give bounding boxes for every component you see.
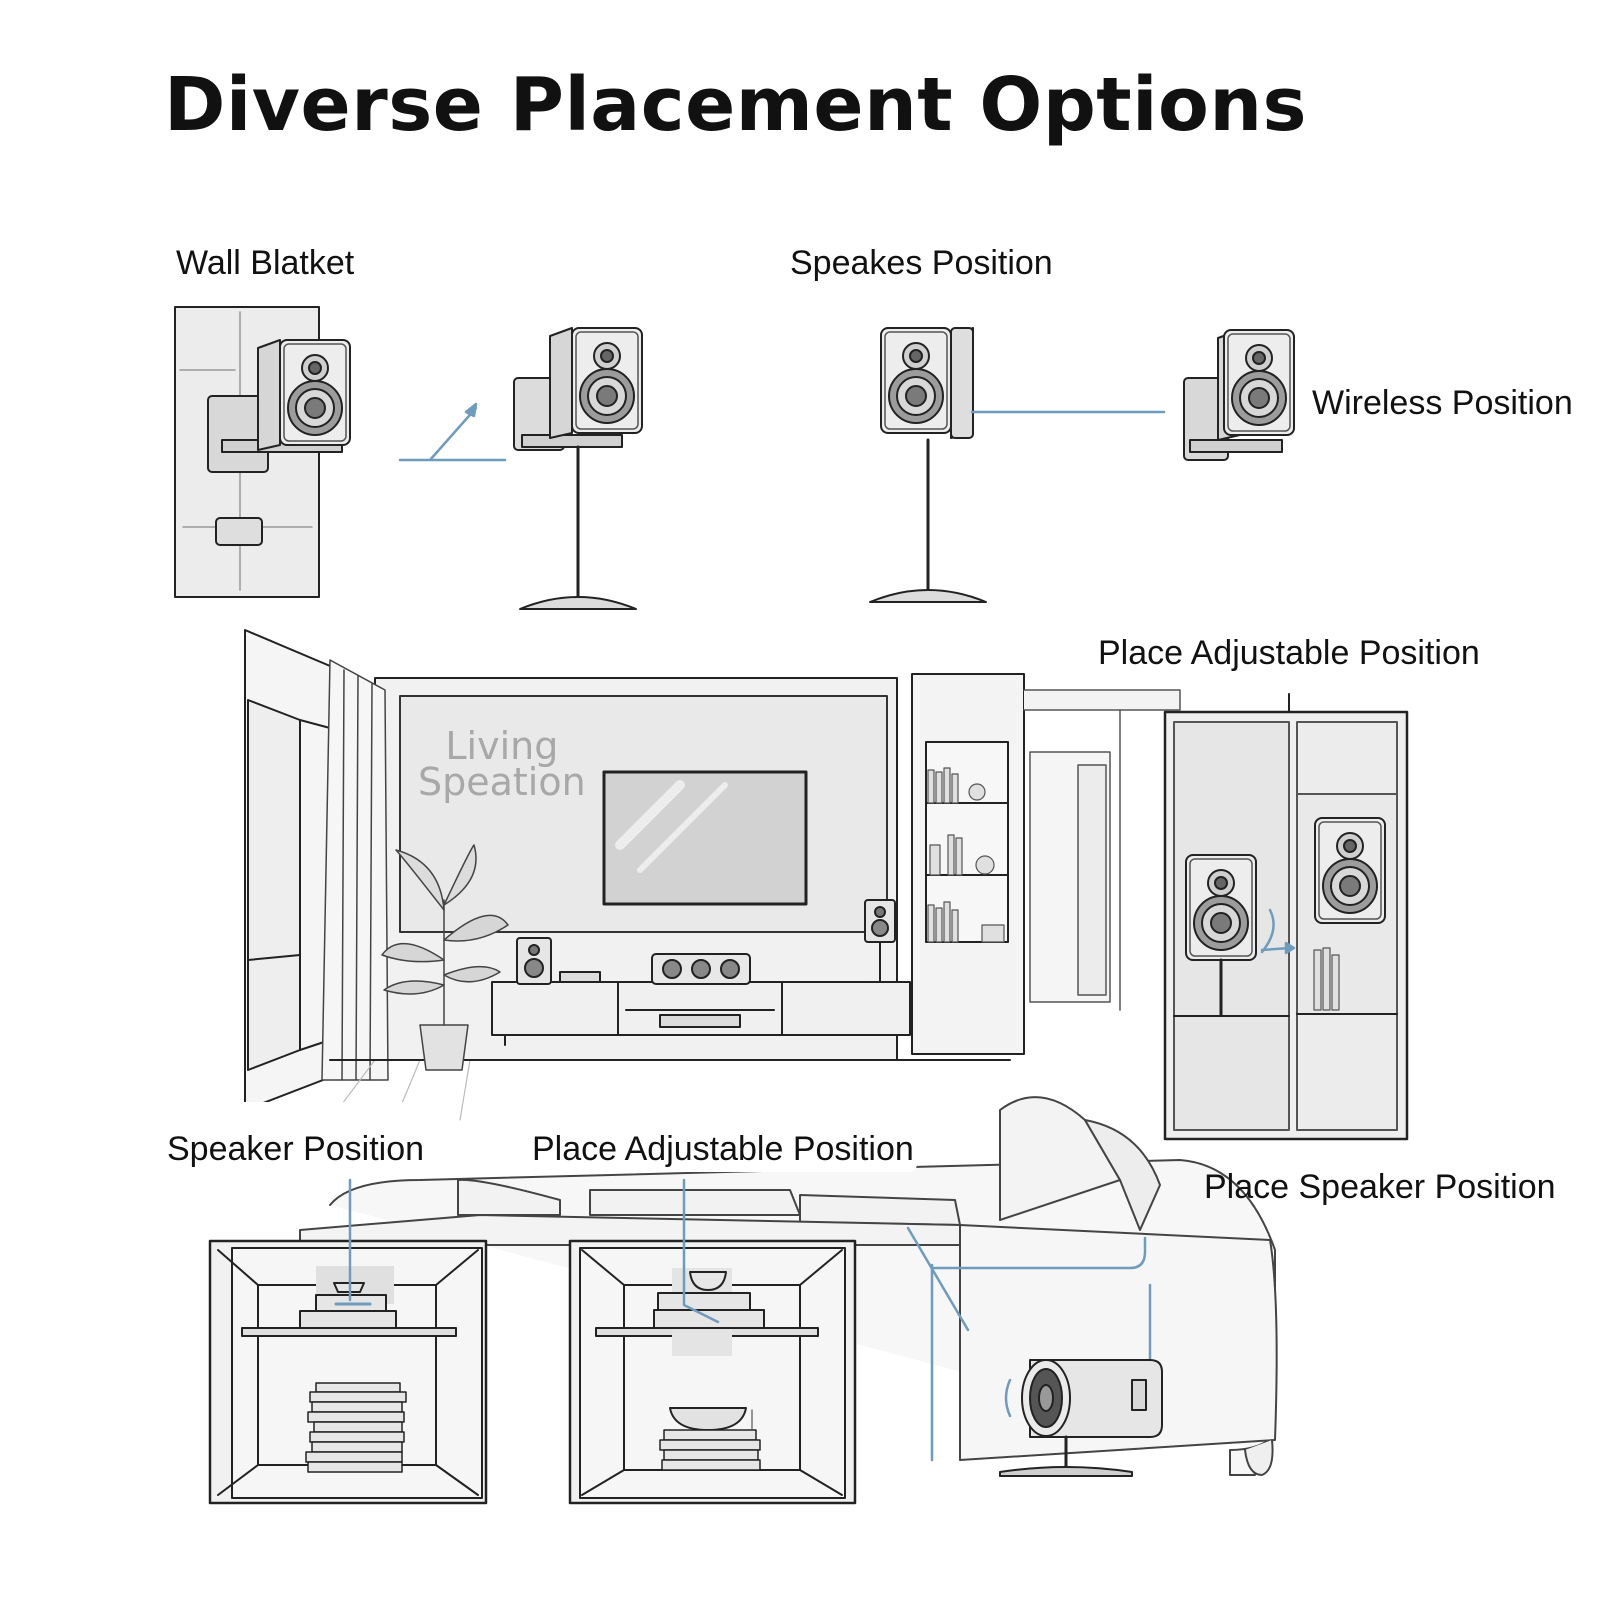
label-place-adjustable-bottom: Place Adjustable Position xyxy=(532,1130,914,1168)
room-watermark-line1: Living xyxy=(445,724,559,768)
arrow-icon xyxy=(398,402,507,462)
speaker-wireless xyxy=(1183,329,1295,461)
compact-speaker xyxy=(906,1226,1163,1477)
label-wall-bracket: Wall Blatket xyxy=(176,244,355,282)
speaker-on-stand-2 xyxy=(868,327,1166,604)
label-bg-place-adjustable xyxy=(505,1100,917,1172)
label-speakes-position: Speakes Position xyxy=(790,244,1053,282)
page-title: Diverse Placement Options xyxy=(164,62,1308,148)
label-wireless-position: Wireless Position xyxy=(1312,384,1573,422)
label-place-adjustable-top: Place Adjustable Position xyxy=(1098,634,1480,672)
tv xyxy=(602,770,808,906)
bookshelf xyxy=(911,673,1025,1055)
living-room xyxy=(244,629,1181,1121)
room-watermark-line2: Speation xyxy=(418,760,586,804)
label-speaker-position: Speaker Position xyxy=(167,1130,425,1168)
label-place-speaker-position: Place Speaker Position xyxy=(1204,1168,1556,1206)
small-speaker-left xyxy=(516,937,601,985)
label-bg-speaker-position xyxy=(158,1102,438,1172)
speaker-on-stand xyxy=(513,327,643,611)
tv-cabinet xyxy=(491,981,911,1046)
cabinet-right xyxy=(1163,693,1409,1141)
room-watermark: Living Speation xyxy=(418,724,586,804)
wall-bracket-panel xyxy=(174,306,343,598)
speaker-wall-mounted xyxy=(257,339,351,451)
curtain xyxy=(321,659,389,1081)
small-speaker-right xyxy=(864,899,896,983)
center-speaker xyxy=(651,953,751,985)
plant-icon xyxy=(381,844,509,1071)
shelf-box-left xyxy=(208,1178,488,1505)
shelf-box-middle xyxy=(568,1178,857,1505)
